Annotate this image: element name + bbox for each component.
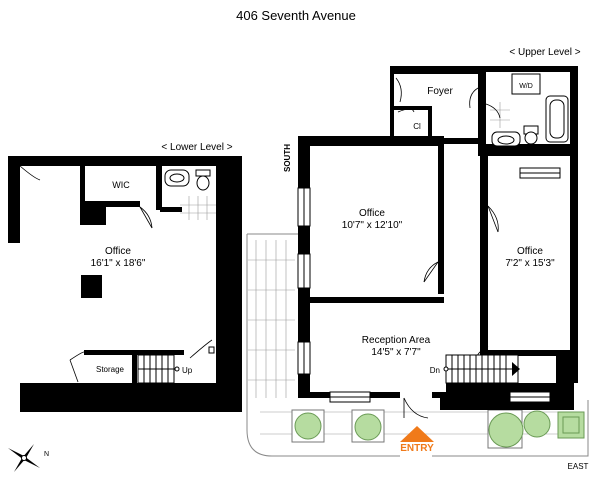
wd-unit <box>511 73 541 95</box>
down-label: Dn <box>430 366 440 375</box>
bath-wall-bottom <box>478 144 570 156</box>
lower-level-label: < Lower Level > <box>161 142 232 153</box>
center-office-south-wall <box>306 297 444 303</box>
wd-label: W/D <box>519 83 533 90</box>
entry-door <box>403 397 429 419</box>
closet-wall-right <box>428 106 432 140</box>
planter-3 <box>487 409 524 449</box>
planter-1 <box>291 409 325 443</box>
right-office-dims: 7'2" x 15'3" <box>505 258 555 269</box>
planter-4 <box>523 410 551 438</box>
lower-level: < Lower Level > WIC Office 16'1 <box>4 142 242 412</box>
wic-label: WIC <box>112 180 130 190</box>
center-office-east-wall <box>438 136 444 294</box>
center-office-door <box>423 261 439 283</box>
right-office-west-wall <box>480 156 488 356</box>
patio-outline <box>246 233 589 457</box>
entry-label: ENTRY <box>400 443 434 454</box>
stairs-arrow <box>512 362 520 376</box>
right-office-south-wall <box>484 350 570 356</box>
wic-wall-right <box>156 164 162 210</box>
plan-title: 406 Seventh Avenue <box>236 8 356 23</box>
upper-level: < Upper Level > Foyer Cl W/D <box>297 47 581 454</box>
lower-stairs <box>137 354 175 384</box>
lower-office-dims: 16'1" x 18'6" <box>91 258 146 269</box>
bath-wall-left <box>478 72 486 144</box>
lower-bath-wall <box>160 207 182 212</box>
entry-gap <box>400 392 432 410</box>
right-office-door <box>487 205 499 233</box>
lower-right-door <box>189 339 213 359</box>
reception-name: Reception Area <box>362 335 431 346</box>
lower-floor <box>20 166 216 383</box>
lower-office-column <box>81 275 102 298</box>
wic-wall-left <box>80 164 85 204</box>
upper-level-label: < Upper Level > <box>509 47 580 58</box>
north-label: N <box>44 451 49 458</box>
storage-door <box>69 351 85 361</box>
planter-5 <box>557 411 585 439</box>
upper-bath-tiles <box>490 102 510 128</box>
center-office-north-wall <box>306 136 440 146</box>
center-office-name: Office <box>359 208 385 219</box>
upper-stairs <box>445 354 519 384</box>
east-label: EAST <box>568 462 589 471</box>
lower-toilet <box>196 175 210 191</box>
center-office-dims: 10'7" x 12'10" <box>342 220 403 231</box>
planter-2 <box>351 409 385 443</box>
compass-icon: N <box>8 444 49 472</box>
upper-toilet <box>524 131 538 145</box>
foyer-label: Foyer <box>427 86 453 97</box>
wic-wall-bottom <box>80 201 140 207</box>
right-office-name: Office <box>517 246 543 257</box>
wic-door <box>139 206 153 229</box>
closet-label: Cl <box>413 122 421 131</box>
reception-dims: 14'5" x 7'7" <box>371 347 421 358</box>
lower-entry-door <box>19 165 41 181</box>
entry-arrow-icon <box>400 426 434 442</box>
closet-wall-top <box>394 106 430 110</box>
south-label: SOUTH <box>283 144 292 172</box>
lower-column <box>80 203 106 225</box>
foyer-door <box>395 77 402 103</box>
storage-label: Storage <box>96 365 125 374</box>
lower-up-label: Up <box>182 366 193 375</box>
lower-office-name: Office <box>105 246 131 257</box>
lower-toilet-tank <box>195 169 211 177</box>
